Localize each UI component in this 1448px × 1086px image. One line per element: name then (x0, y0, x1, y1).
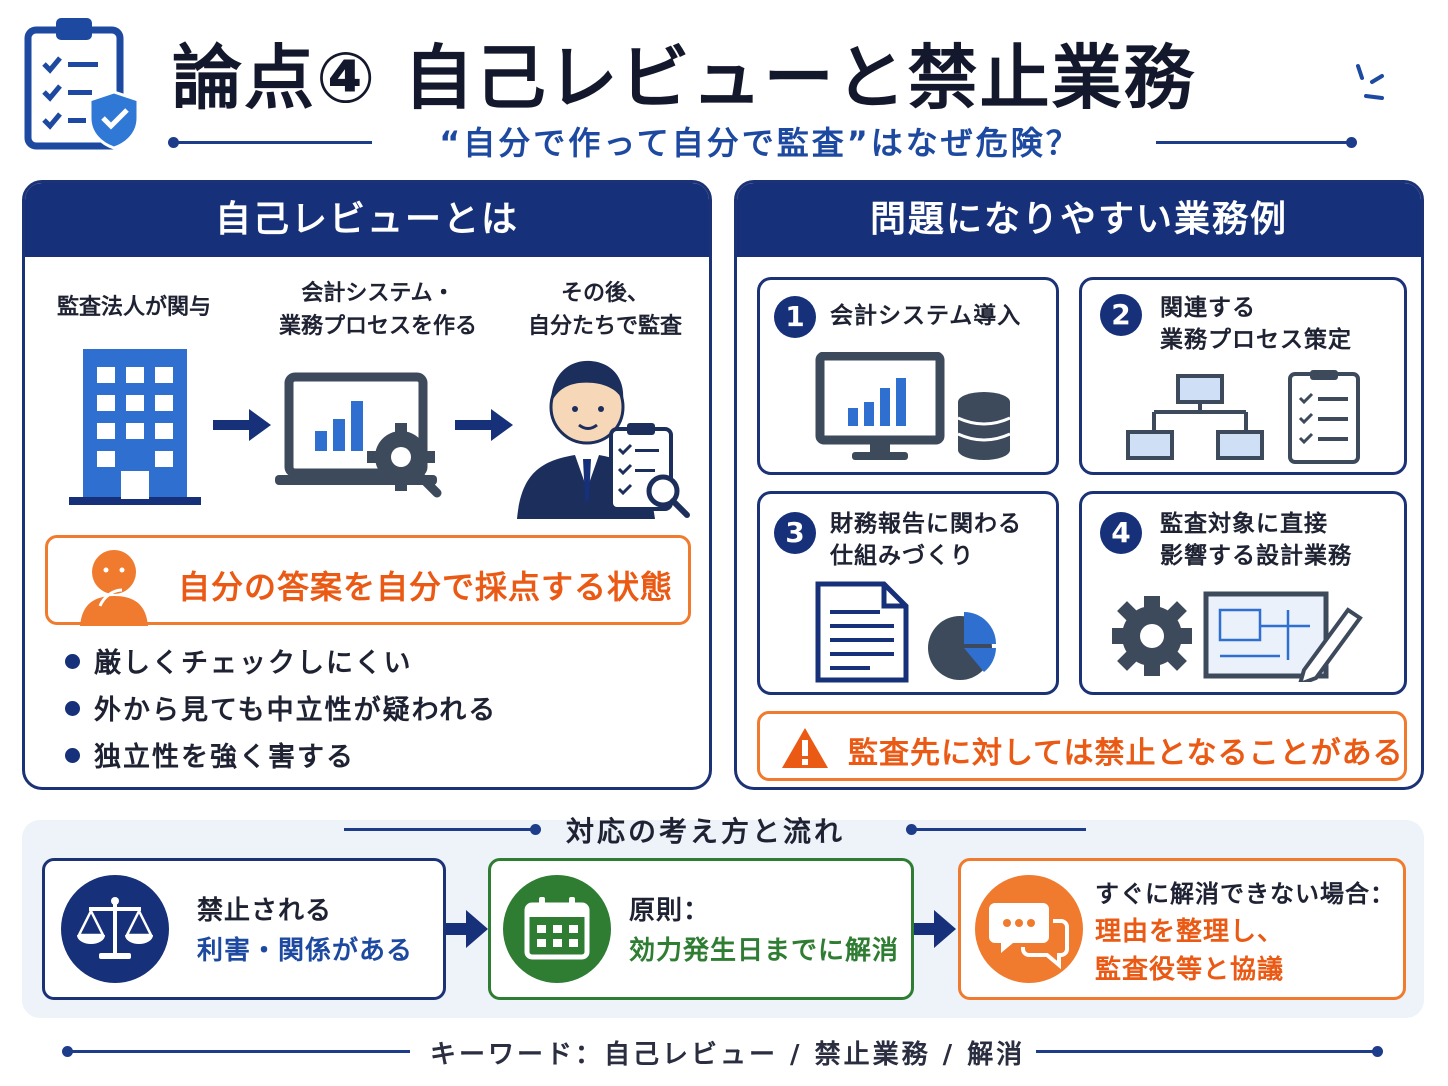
self-review-heading: 自己レビューとは (25, 183, 709, 257)
page-title: 論点④ 自己レビューと禁止業務 (172, 37, 1196, 119)
step-2-label: 会計システム・ 業務プロセスを作る (278, 281, 477, 339)
flow-box-consultation: すぐに解消できない場合： 理由を整理し、 監査役等と協議 (958, 858, 1406, 1000)
card-label: 監査対象に直接 影響する設計業務 (1160, 511, 1352, 569)
card-label: 財務報告に関わる 仕組みづくり (830, 511, 1022, 569)
flow-title: 対応の考え方と流れ (566, 815, 846, 848)
service-card-2: 2 関連する 業務プロセス策定 (1079, 277, 1407, 475)
rule-dot (1372, 1046, 1383, 1057)
card-label: 関連する 業務プロセス策定 (1160, 295, 1352, 353)
monitor-database-icon (814, 352, 1014, 468)
rule-dot (530, 824, 541, 835)
warning-text: 監査先に対しては禁止となることがある (848, 736, 1404, 771)
arrow-right-icon (446, 908, 488, 950)
rule-dot (168, 137, 179, 148)
service-card-3: 3 財務報告に関わる 仕組みづくり (757, 491, 1059, 695)
scales-icon (61, 875, 169, 983)
service-card-4: 4 監査対象に直接 影響する設計業務 (1079, 491, 1407, 695)
flow-rule-left (344, 828, 534, 831)
bullet-item: 独立性を強く害する (65, 735, 355, 774)
flow-box-prohibited-relationship: 禁止される 利害・関係がある (42, 858, 446, 1000)
chat-bubbles-icon (975, 875, 1083, 983)
bullet-item: 厳しくチェックしにくい (65, 641, 412, 680)
rule-dot (906, 824, 917, 835)
rule-dot (1346, 137, 1357, 148)
self-review-panel: 自己レビューとは 監査法人が関与 会計システム・ 業務プロセスを作る その後、 … (22, 180, 712, 790)
number-badge: 3 (774, 512, 816, 554)
prohibited-services-heading: 問題になりやすい業務例 (737, 183, 1421, 257)
step-1-label: 監査法人が関与 (56, 295, 211, 320)
step-3-label: その後、 自分たちで監査 (527, 281, 682, 339)
report-piechart-icon (814, 580, 1014, 684)
spark-decoration (1352, 62, 1392, 104)
card-label: 会計システム導入 (830, 303, 1022, 329)
rule-dot (62, 1046, 73, 1057)
gear-blueprint-pencil-icon (1108, 586, 1364, 682)
arrow-right-icon (213, 405, 273, 445)
number-badge: 1 (774, 296, 816, 338)
clipboard-shield-icon (22, 14, 144, 154)
prohibited-services-panel: 問題になりやすい業務例 1 会計システム導入 2 (734, 180, 1424, 790)
number-badge: 4 (1100, 512, 1142, 554)
audit-firm-building-icon (65, 345, 205, 507)
prohibited-warning: 監査先に対しては禁止となることがある (757, 711, 1407, 781)
subtitle-rule-right (1156, 141, 1350, 144)
arrow-right-icon (455, 405, 515, 445)
laptop-chart-gear-icon (271, 371, 445, 499)
calendar-icon (503, 875, 611, 983)
footer-rule-right (1036, 1050, 1374, 1053)
bullet-item: 外から見ても中立性が疑われる (65, 688, 497, 727)
arrow-right-icon (914, 908, 956, 950)
self-grading-text: 自分の答案を自分で採点する状態 (178, 568, 674, 606)
auditor-person-icon (513, 351, 693, 519)
flow-box-principle: 原則： 効力発生日までに解消 (488, 858, 914, 1000)
flow-box-1-text: 禁止される 利害・関係がある (197, 896, 414, 966)
footer-rule-left (70, 1050, 410, 1053)
flow-box-3-text: すぐに解消できない場合： 理由を整理し、 監査役等と協議 (1095, 880, 1395, 985)
flowchart-checklist-icon (1124, 370, 1364, 466)
keywords-footer: キーワード：自己レビュー / 禁止業務 / 解消 (430, 1040, 1026, 1070)
flow-rule-right (914, 828, 1086, 831)
page-subtitle: “自分で作って自分で監査”はなぜ危険？ (439, 124, 1081, 162)
subtitle-rule-left (176, 141, 372, 144)
flow-box-2-text: 原則： 効力発生日までに解消 (629, 896, 900, 966)
number-badge: 2 (1100, 294, 1142, 336)
thinking-person-icon (76, 546, 156, 626)
warning-icon (780, 726, 830, 770)
self-grading-callout: 自分の答案を自分で採点する状態 (45, 535, 691, 626)
service-card-1: 1 会計システム導入 (757, 277, 1059, 475)
